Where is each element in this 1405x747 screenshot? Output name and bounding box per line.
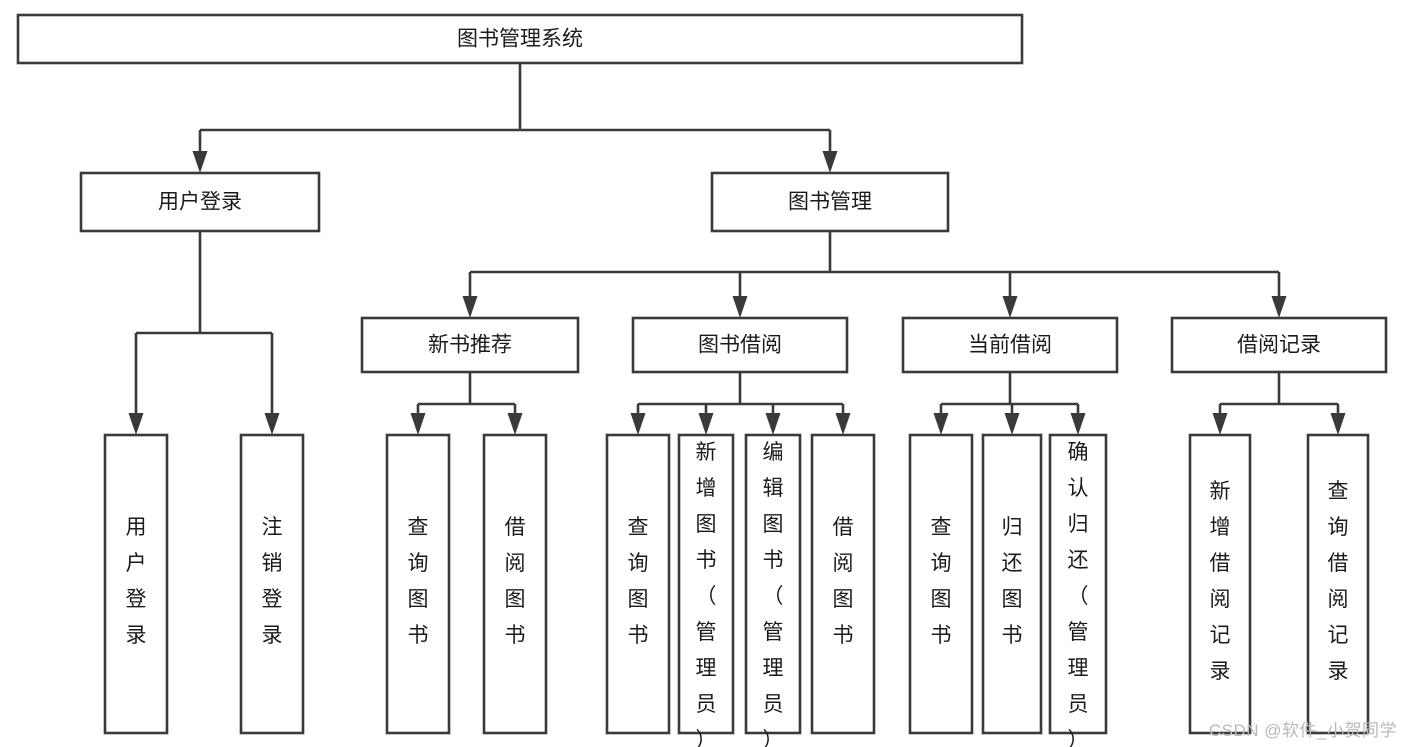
connector-user-login [128, 231, 280, 435]
node-label-book-management: 图书管理 [788, 191, 872, 214]
node-label-leaf-logout-login: 注销登录 [262, 516, 283, 647]
node-box-root[interactable] [16, 13, 1024, 65]
node-leaf-borrow-book-1[interactable]: 借阅图书 [482, 433, 548, 735]
node-box-leaf-add-book-admin[interactable] [677, 433, 735, 735]
node-leaf-edit-book-admin[interactable]: 编辑图书（管理员） [744, 433, 802, 747]
node-label-root: 图书管理系统 [457, 28, 583, 51]
node-label-leaf-query-book-1: 查询图书 [408, 516, 429, 647]
node-root[interactable]: 图书管理系统 [16, 13, 1024, 65]
csdn-watermark: CSDN @软件_小贺同学 [1208, 721, 1397, 740]
node-label-leaf-borrow-book-1: 借阅图书 [505, 516, 526, 647]
connector-new-book-recommend [410, 372, 523, 435]
node-user-login[interactable]: 用户登录 [79, 171, 321, 233]
node-book-borrow[interactable]: 图书借阅 [631, 316, 849, 374]
connector-layer [128, 63, 1346, 435]
node-label-current-borrow: 当前借阅 [968, 334, 1052, 357]
connector-book-management [462, 231, 1287, 318]
node-box-leaf-borrow-book-1[interactable] [482, 433, 548, 735]
node-label-new-book-recommend: 新书推荐 [428, 334, 512, 357]
node-label-leaf-query-book-3: 查询图书 [931, 516, 952, 647]
node-box-leaf-edit-book-admin[interactable] [744, 433, 802, 735]
node-leaf-query-book-2[interactable]: 查询图书 [605, 433, 671, 735]
node-box-leaf-query-book-3[interactable] [908, 433, 974, 735]
node-box-current-borrow[interactable] [901, 316, 1119, 374]
connector-root [192, 63, 838, 173]
node-label-leaf-query-book-2: 查询图书 [628, 516, 649, 647]
node-leaf-logout-login[interactable]: 注销登录 [239, 433, 305, 735]
node-label-book-borrow: 图书借阅 [698, 334, 782, 357]
node-borrow-record[interactable]: 借阅记录 [1170, 316, 1388, 374]
node-label-leaf-return-book: 归还图书 [1002, 516, 1023, 647]
node-label-borrow-record: 借阅记录 [1237, 334, 1321, 357]
node-box-leaf-user-login[interactable] [103, 433, 169, 735]
node-leaf-query-book-1[interactable]: 查询图书 [385, 433, 451, 735]
node-box-borrow-record[interactable] [1170, 316, 1388, 374]
node-label-leaf-edit-book-admin: 编辑图书（管理员） [763, 441, 784, 747]
node-leaf-confirm-return-admin[interactable]: 确认归还（管理员） [1048, 433, 1108, 747]
node-box-leaf-confirm-return-admin[interactable] [1048, 433, 1108, 735]
node-box-leaf-query-borrow-record[interactable] [1306, 433, 1370, 735]
node-label-user-login: 用户登录 [158, 191, 242, 214]
node-label-leaf-add-borrow-record: 新增借阅记录 [1210, 480, 1231, 683]
node-leaf-borrow-book-2[interactable]: 借阅图书 [810, 433, 876, 735]
node-leaf-query-book-3[interactable]: 查询图书 [908, 433, 974, 735]
node-box-leaf-borrow-book-2[interactable] [810, 433, 876, 735]
node-label-leaf-borrow-book-2: 借阅图书 [833, 516, 854, 647]
node-box-leaf-add-borrow-record[interactable] [1188, 433, 1252, 735]
node-label-leaf-query-borrow-record: 查询借阅记录 [1328, 480, 1349, 683]
node-box-book-borrow[interactable] [631, 316, 849, 374]
node-leaf-user-login[interactable]: 用户登录 [103, 433, 169, 735]
node-layer: 图书管理系统用户登录图书管理新书推荐图书借阅当前借阅借阅记录用户登录注销登录查询… [16, 13, 1388, 747]
node-box-leaf-query-book-1[interactable] [385, 433, 451, 735]
node-new-book-recommend[interactable]: 新书推荐 [360, 316, 580, 374]
node-box-book-management[interactable] [710, 171, 950, 233]
node-current-borrow[interactable]: 当前借阅 [901, 316, 1119, 374]
node-leaf-return-book[interactable]: 归还图书 [981, 433, 1043, 735]
node-box-user-login[interactable] [79, 171, 321, 233]
node-book-management[interactable]: 图书管理 [710, 171, 950, 233]
node-leaf-add-book-admin[interactable]: 新增图书（管理员） [677, 433, 735, 747]
connector-current-borrow [933, 372, 1086, 435]
node-leaf-query-borrow-record[interactable]: 查询借阅记录 [1306, 433, 1370, 735]
node-box-leaf-logout-login[interactable] [239, 433, 305, 735]
connector-book-borrow [630, 372, 851, 435]
connector-borrow-record [1212, 372, 1346, 435]
node-box-leaf-query-book-2[interactable] [605, 433, 671, 735]
node-label-leaf-user-login: 用户登录 [126, 516, 147, 647]
node-box-leaf-return-book[interactable] [981, 433, 1043, 735]
node-box-new-book-recommend[interactable] [360, 316, 580, 374]
node-label-leaf-add-book-admin: 新增图书（管理员） [696, 441, 717, 747]
node-label-leaf-confirm-return-admin: 确认归还（管理员） [1068, 441, 1089, 747]
node-leaf-add-borrow-record[interactable]: 新增借阅记录 [1188, 433, 1252, 735]
